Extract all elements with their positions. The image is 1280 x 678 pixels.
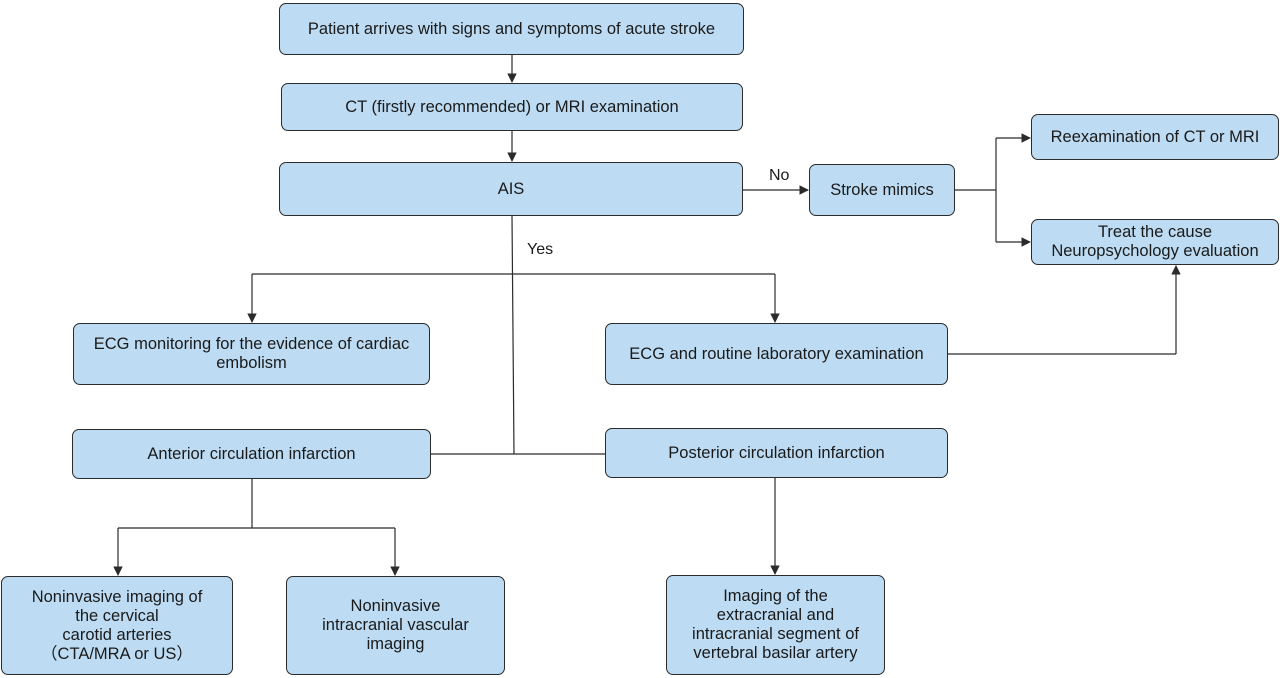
node-ecg-monitoring: ECG monitoring for the evidence of cardi… xyxy=(73,323,430,385)
node-anterior-circulation: Anterior circulation infarction xyxy=(72,429,431,479)
connector-ais-yes-trunk xyxy=(511,215,515,455)
node-patient-arrival: Patient arrives with signs and symptoms … xyxy=(279,3,744,55)
node-carotid-imaging: Noninvasive imaging of the cervical caro… xyxy=(1,576,233,675)
label-yes: Yes xyxy=(527,241,554,258)
node-treat-cause: Treat the cause Neuropsychology evaluati… xyxy=(1031,219,1279,265)
node-vertebral-imaging: Imaging of the extracranial and intracra… xyxy=(666,575,885,675)
node-intracranial-imaging: Noninvasive intracranial vascular imagin… xyxy=(286,576,505,675)
node-posterior-circulation: Posterior circulation infarction xyxy=(605,428,948,478)
node-reexamination: Reexamination of CT or MRI xyxy=(1031,114,1279,160)
node-ecg-routine-lab: ECG and routine laboratory examination xyxy=(605,323,948,385)
node-stroke-mimics: Stroke mimics xyxy=(809,164,955,216)
node-ct-mri-exam: CT (firstly recommended) or MRI examinat… xyxy=(281,83,743,131)
node-ais: AIS xyxy=(279,162,743,216)
label-no: No xyxy=(769,167,790,184)
